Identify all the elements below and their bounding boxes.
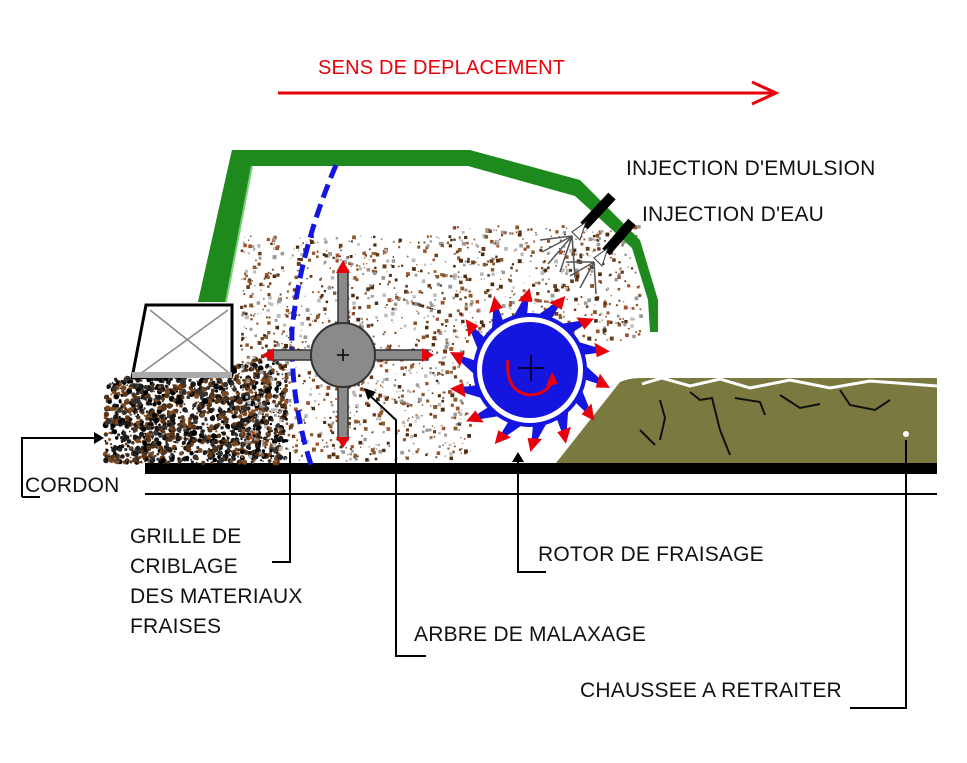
screening-grid-label-line-1: GRILLE DE [130, 525, 242, 548]
screening-grid-label-line-4: FRAISES [130, 615, 222, 638]
mixing-shaft-label: ARBRE DE MALAXAGE [414, 623, 647, 646]
hood [198, 150, 658, 332]
direction-label: SENS DE DEPLACEMENT [318, 57, 566, 79]
screening-grid-label: GRILLE DE CRIBLAGE DES MATERIAUX FRAISES [130, 522, 303, 642]
screening-grid-label-line-3: DES MATERIAUX [130, 585, 303, 608]
screening-grid [289, 164, 339, 469]
injector-emulsion [539, 192, 616, 279]
direction-arrow [278, 80, 780, 106]
front-box [130, 303, 234, 380]
ground-line [145, 463, 937, 495]
injection-water-label: INJECTION D'EAU [642, 203, 825, 226]
milling-rotor [450, 288, 610, 452]
road-layer [556, 376, 938, 463]
injector-water [566, 218, 636, 295]
milling-rotor-label: ROTOR DE FRAISAGE [538, 543, 764, 566]
screening-grid-label-line-2: CRIBLAGE [130, 555, 238, 578]
injection-emulsion-label: INJECTION D'EMULSION [626, 157, 876, 180]
cordon-label: CORDON [25, 474, 120, 497]
mixing-shaft [262, 260, 434, 448]
leader-lines [21, 388, 907, 709]
road-to-retreat-label: CHAUSSEE A RETRAITER [580, 679, 842, 702]
cordon-windrow [102, 346, 289, 466]
